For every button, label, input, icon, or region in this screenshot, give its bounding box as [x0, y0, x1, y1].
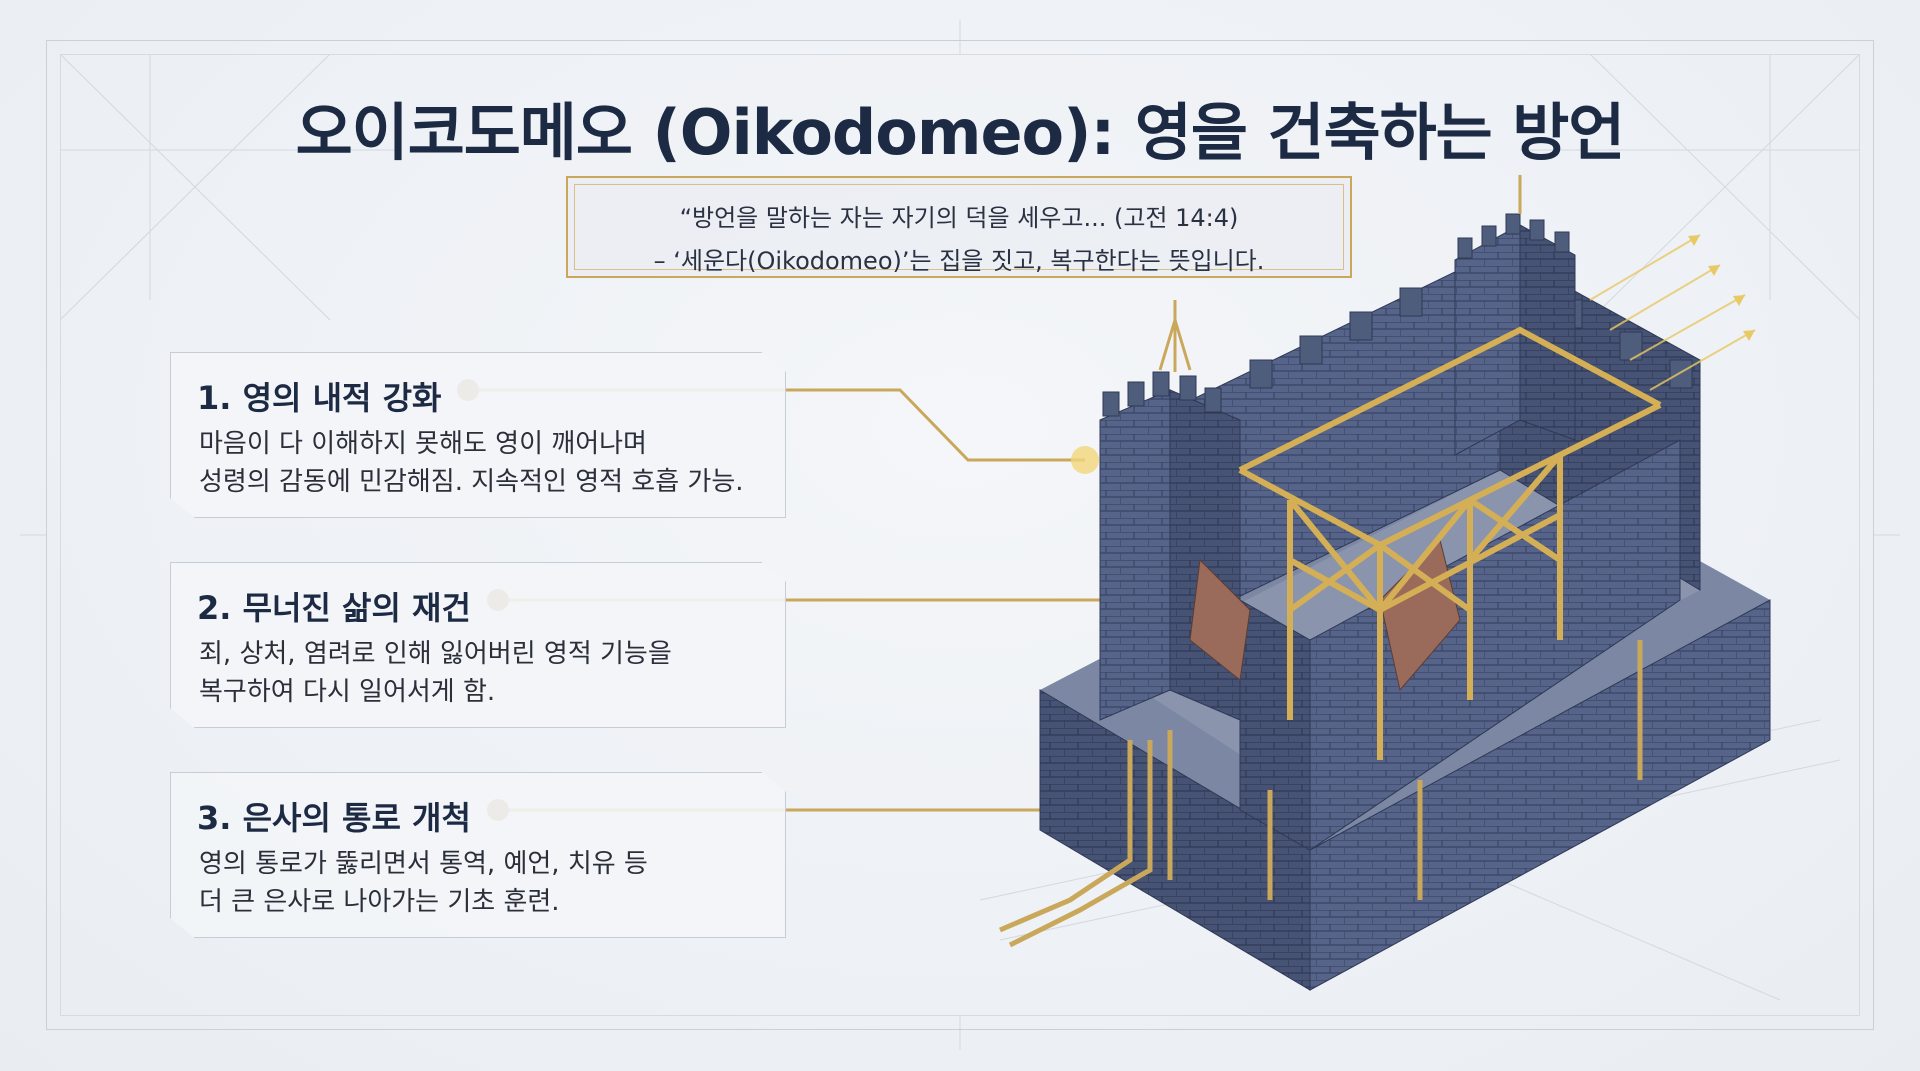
- point-title-3: 3. 은사의 통로 개척: [197, 799, 471, 837]
- point-1-line-2: 성령의 감동에 민감해짐. 지속적인 영적 호흡 가능.: [199, 467, 744, 497]
- outer-frame: [46, 40, 1874, 1030]
- point-body-2: 죄, 상처, 염려로 인해 잃어버린 영적 기능을 복구하여 다시 일어서게 함…: [199, 635, 672, 711]
- scripture-quote-box: “방언을 말하는 자는 자기의 덕을 세우고... (고전 14:4) – ‘세…: [566, 176, 1352, 278]
- point-card-3: 3. 은사의 통로 개척 영의 통로가 뚫리면서 통역, 예언, 치유 등 더 …: [170, 772, 786, 938]
- quote-line-2: – ‘세운다(Oikodomeo)’는 집을 짓고, 복구한다는 뜻입니다.: [653, 247, 1265, 275]
- point-2-line-1: 죄, 상처, 염려로 인해 잃어버린 영적 기능을: [199, 639, 672, 669]
- point-3-line-1: 영의 통로가 뚫리면서 통역, 예언, 치유 등: [199, 849, 648, 879]
- page-title: 오이코도메오 (Oikodomeo): 영을 건축하는 방언: [295, 96, 1626, 169]
- front-wall-right: [1309, 439, 1681, 851]
- point-title-2: 2. 무너진 삶의 재건: [197, 589, 471, 627]
- point-1-line-1: 마음이 다 이해하지 못해도 영이 깨어나며: [199, 429, 647, 459]
- point-body-3: 영의 통로가 뚫리면서 통역, 예언, 치유 등 더 큰 은사로 나아가는 기초…: [199, 845, 648, 921]
- quote-line-1: “방언을 말하는 자는 자기의 덕을 세우고... (고전 14:4): [679, 204, 1239, 232]
- front-tower-left-face: [1099, 389, 1171, 721]
- inner-frame: [60, 54, 1860, 1016]
- point-3-line-2: 더 큰 은사로 나아가는 기초 훈련.: [199, 887, 560, 917]
- point-card-2: 2. 무너진 삶의 재건 죄, 상처, 염려로 인해 잃어버린 영적 기능을 복…: [170, 562, 786, 728]
- base-right-face: [1309, 599, 1771, 991]
- point-card-1: 1. 영의 내적 강화 마음이 다 이해하지 못해도 영이 깨어나며 성령의 감…: [170, 352, 786, 518]
- point-title-1: 1. 영의 내적 강화: [197, 379, 442, 417]
- light-rays: [1589, 234, 1756, 391]
- gold-scaffolding: [1238, 326, 1662, 760]
- point-2-line-2: 복구하여 다시 일어서게 함.: [199, 677, 496, 707]
- gold-pipes: [999, 640, 1643, 948]
- point-body-1: 마음이 다 이해하지 못해도 영이 깨어나며 성령의 감동에 민감해짐. 지속적…: [199, 425, 744, 501]
